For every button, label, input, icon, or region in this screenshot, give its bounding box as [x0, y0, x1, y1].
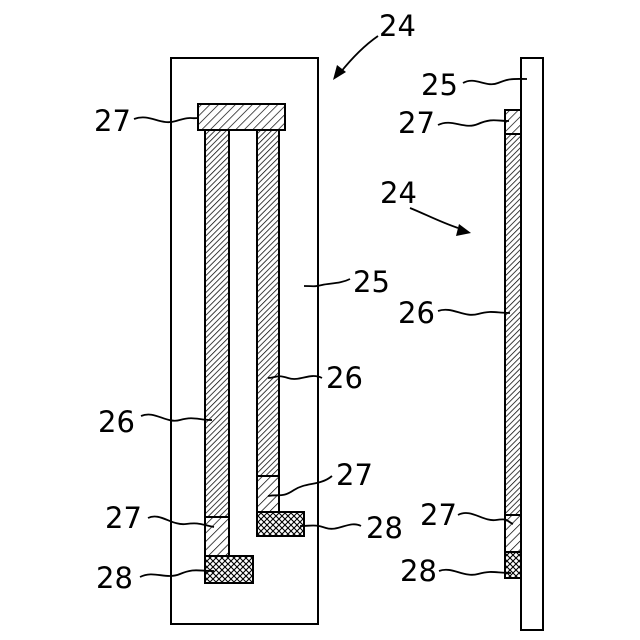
pad-front-right-bottom [257, 476, 279, 512]
leader-strip-side [438, 310, 510, 315]
label-terminal-side: 28 [400, 554, 437, 588]
pad-front-top [198, 104, 285, 130]
label-pad-front-top: 27 [94, 104, 131, 138]
base-substrate-front [171, 58, 318, 624]
strip-side [505, 134, 521, 515]
terminal-front-left [205, 556, 253, 583]
label-strip-front-left: 26 [98, 405, 135, 439]
label-pad-front-right: 27 [336, 458, 373, 492]
terminal-side [505, 552, 521, 578]
leader-pad-side-top [438, 120, 509, 125]
label-pad-side-top: 27 [398, 106, 435, 140]
arrow-assembly-side [410, 208, 471, 236]
pad-side-top [505, 110, 521, 134]
label-base-side: 25 [421, 68, 458, 102]
label-terminal-front-right: 28 [366, 511, 403, 545]
pad-front-left-bottom [205, 517, 229, 556]
label-assembly-top: 24 [379, 9, 416, 43]
terminal-front-right [257, 512, 304, 536]
label-strip-side: 26 [398, 296, 435, 330]
label-terminal-front-left: 28 [96, 561, 133, 595]
arrow-assembly-top [333, 36, 378, 80]
strip-front-right [257, 130, 279, 476]
base-substrate-side [521, 58, 543, 630]
label-base-front: 25 [353, 265, 390, 299]
label-assembly-side: 24 [380, 176, 417, 210]
strip-front-left [205, 130, 229, 517]
label-pad-side-bottom: 27 [420, 498, 457, 532]
leader-terminal-side [439, 570, 511, 575]
label-strip-front-right: 26 [326, 361, 363, 395]
label-pad-front-left: 27 [105, 501, 142, 535]
leader-base-side [463, 79, 527, 84]
